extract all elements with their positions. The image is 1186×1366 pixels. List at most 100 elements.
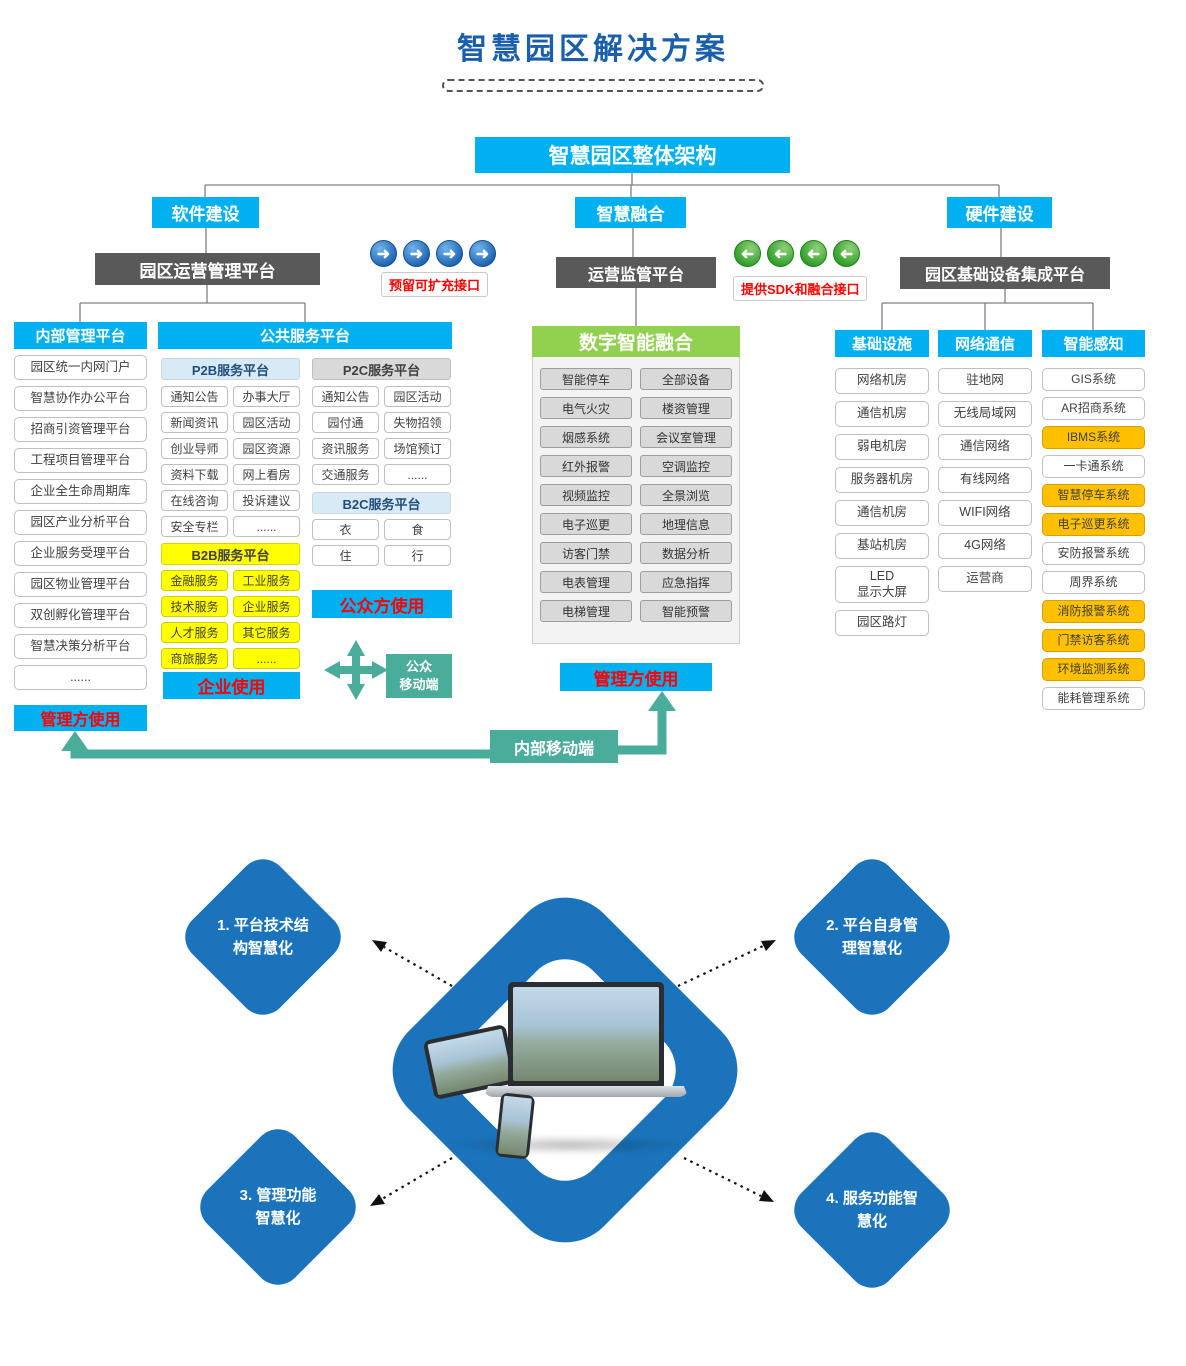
cross-arrow-icon — [324, 640, 388, 700]
p2b-list: 通知公告 办事大厅 新闻资讯 园区活动 创业导师 园区资源 资料下载 网上看房 … — [161, 386, 300, 537]
infrastructure-item: 通信机房 — [835, 500, 929, 526]
service-row: 金融服务 工业服务 — [161, 570, 300, 591]
manager-use-center-badge: 管理方使用 — [560, 663, 712, 691]
service-item: ...... — [384, 464, 451, 485]
internal-platform-item: ...... — [14, 665, 147, 690]
blue-arrow-icon: ➜ — [469, 240, 496, 267]
dotted-arrows — [370, 940, 776, 1206]
green-arrow-icon: ➜ — [833, 240, 860, 267]
service-item: 交通服务 — [312, 464, 379, 485]
fusion-header: 数字智能融合 — [532, 326, 740, 357]
supervision-platform: 运营监管平台 — [556, 257, 716, 288]
branch-hardware: 硬件建设 — [947, 197, 1052, 228]
blue-arrow-icon: ➜ — [370, 240, 397, 267]
service-item: 安全专栏 — [161, 516, 228, 537]
fusion-item: 烟感系统 — [540, 426, 632, 448]
fusion-item: 电梯管理 — [540, 600, 632, 622]
b2c-list: 衣 食 住 行 — [312, 519, 451, 566]
fusion-item: 会议室管理 — [640, 426, 732, 448]
service-row: 新闻资讯 园区活动 — [161, 412, 300, 433]
infrastructure-item: 通信机房 — [835, 401, 929, 427]
service-item: 办事大厅 — [233, 386, 300, 407]
service-row: 人才服务 其它服务 — [161, 622, 300, 643]
internal-platform-item: 智慧协作办公平台 — [14, 386, 147, 411]
infrastructure-item: LED 显示大屏 — [835, 566, 929, 604]
sensing-item: 消防报警系统 — [1042, 600, 1145, 623]
internal-platform-item: 企业全生命周期库 — [14, 479, 147, 504]
sensing-item: 环境监测系统 — [1042, 658, 1145, 681]
network-item: 无线局域网 — [938, 401, 1032, 427]
fusion-list: 智能停车 全部设备 电气火灾 楼资管理 烟感系统 会议室管理 红外报警 空调监控… — [540, 368, 732, 622]
fusion-item: 电气火灾 — [540, 397, 632, 419]
page-title: 智慧园区解决方案 — [457, 33, 729, 66]
internal-platform-item: 园区统一内网门户 — [14, 355, 147, 380]
service-item: 企业服务 — [233, 596, 300, 617]
b2c-header: B2C服务平台 — [312, 492, 451, 514]
infrastructure-item: 园区路灯 — [835, 610, 929, 637]
service-item: 资料下载 — [161, 464, 228, 485]
fusion-row: 电梯管理 智能预警 — [540, 600, 732, 622]
sensing-item: 电子巡更系统 — [1042, 513, 1145, 536]
sensing-item: AR招商系统 — [1042, 397, 1145, 420]
fusion-row: 红外报警 空调监控 — [540, 455, 732, 477]
service-row: 在线咨询 投诉建议 — [161, 490, 300, 511]
fusion-item: 电表管理 — [540, 571, 632, 593]
sensing-item: 能耗管理系统 — [1042, 687, 1145, 710]
fusion-row: 电气火灾 楼资管理 — [540, 397, 732, 419]
infrastructure-item: 弱电机房 — [835, 434, 929, 460]
service-item: 园区活动 — [233, 412, 300, 433]
branch-software: 软件建设 — [152, 197, 259, 228]
laptop-base — [484, 1086, 688, 1097]
network-header: 网络通信 — [938, 330, 1032, 357]
sdk-interface-label: 提供SDK和融合接口 — [733, 276, 868, 301]
service-item: 投诉建议 — [233, 490, 300, 511]
public-platform-header: 公共服务平台 — [158, 322, 452, 349]
fusion-item: 全景浏览 — [640, 484, 732, 506]
fusion-item: 地理信息 — [640, 513, 732, 535]
internal-platform-list: 园区统一内网门户智慧协作办公平台招商引资管理平台工程项目管理平台企业全生命周期库… — [14, 355, 147, 690]
service-item: 网上看房 — [233, 464, 300, 485]
internal-platform-item: 双创孵化管理平台 — [14, 603, 147, 628]
infrastructure-item: 基站机房 — [835, 533, 929, 559]
service-item: 通知公告 — [312, 386, 379, 407]
green-arrow-icon: ➜ — [767, 240, 794, 267]
service-item: 人才服务 — [161, 622, 228, 643]
p2b-header: P2B服务平台 — [161, 358, 300, 380]
sensing-item: GIS系统 — [1042, 368, 1145, 391]
network-item: 运营商 — [938, 566, 1032, 592]
operation-platform: 园区运营管理平台 — [95, 253, 320, 285]
service-item: 商旅服务 — [161, 648, 228, 669]
service-item: 创业导师 — [161, 438, 228, 459]
internal-platform-item: 园区物业管理平台 — [14, 572, 147, 597]
fusion-row: 烟感系统 会议室管理 — [540, 426, 732, 448]
devices-shadow — [440, 1136, 700, 1154]
service-row: 资料下载 网上看房 — [161, 464, 300, 485]
service-item: 住 — [312, 545, 379, 566]
expand-interface-label: 预留可扩充接口 — [381, 272, 489, 297]
manager-use-left-badge: 管理方使用 — [14, 705, 147, 731]
service-row: 园付通 失物招领 — [312, 412, 451, 433]
fusion-item: 红外报警 — [540, 455, 632, 477]
service-item: 其它服务 — [233, 622, 300, 643]
service-item: 衣 — [312, 519, 379, 540]
sensing-header: 智能感知 — [1042, 330, 1145, 357]
fusion-row: 电子巡更 地理信息 — [540, 513, 732, 535]
green-arrow-icon: ➜ — [734, 240, 761, 267]
b2b-header: B2B服务平台 — [161, 543, 300, 565]
internal-platform-item: 园区产业分析平台 — [14, 510, 147, 535]
service-item: 行 — [384, 545, 451, 566]
fusion-item: 访客门禁 — [540, 542, 632, 564]
service-item: 技术服务 — [161, 596, 228, 617]
service-item: 新闻资讯 — [161, 412, 228, 433]
fusion-item: 电子巡更 — [540, 513, 632, 535]
network-item: WIFI网络 — [938, 500, 1032, 526]
network-item: 4G网络 — [938, 533, 1032, 559]
fusion-item: 视频监控 — [540, 484, 632, 506]
b2b-list: 金融服务 工业服务 技术服务 企业服务 人才服务 其它服务 商旅服务 .....… — [161, 570, 300, 669]
green-arrow-icon: ➜ — [800, 240, 827, 267]
diamond-2-label: 2. 平台自身管 理智慧化 — [826, 916, 918, 957]
fusion-row: 访客门禁 数据分析 — [540, 542, 732, 564]
